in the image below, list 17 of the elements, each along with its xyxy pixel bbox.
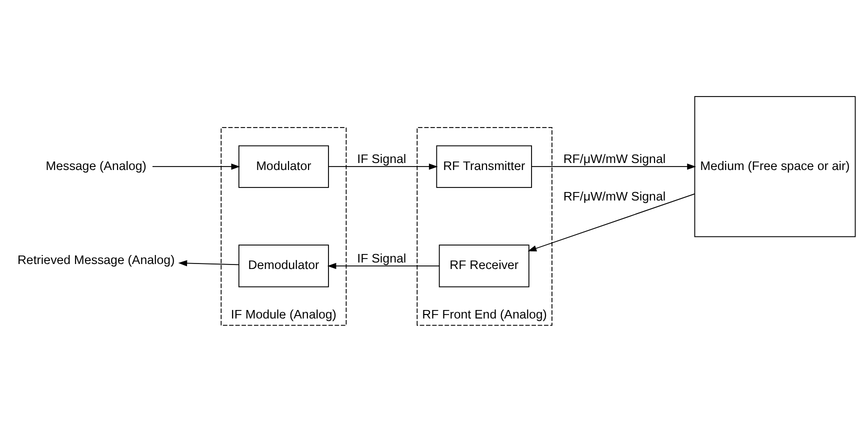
arrow — [328, 164, 438, 170]
node-box: RF Transmitter — [436, 145, 532, 188]
edge-label: IF Signal — [357, 252, 406, 266]
edge-label: RF/μW/mW Signal — [563, 189, 666, 204]
arrow — [528, 194, 695, 252]
node-box: Modulator — [238, 145, 329, 188]
arrow — [327, 262, 440, 270]
node-box: Medium (Free space or air) — [694, 96, 856, 238]
arrow — [152, 164, 240, 170]
arrow — [531, 164, 696, 170]
arrow — [178, 260, 240, 266]
edge-label: IF Signal — [357, 152, 406, 166]
node-text: Retrieved Message (Analog) — [17, 252, 175, 267]
node-box: Demodulator — [238, 244, 329, 288]
node-box: RF Receiver — [438, 244, 530, 288]
node-text: Message (Analog) — [46, 158, 146, 173]
edge-label: RF/μW/mW Signal — [563, 152, 666, 166]
